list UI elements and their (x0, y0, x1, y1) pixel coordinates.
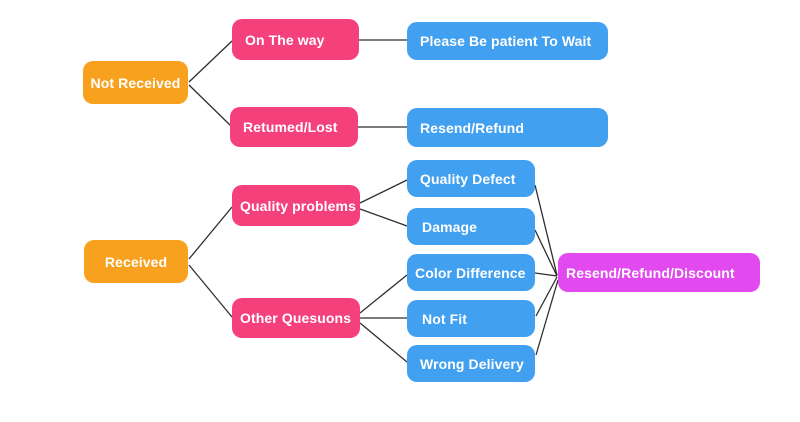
node-received: Received (84, 240, 188, 283)
edge-color-difference-result (534, 272, 558, 277)
edge-not-received-on-the-way (188, 40, 233, 83)
node-on-the-way: On The way (232, 19, 359, 60)
node-resend-refund-discount: Resend/Refund/Discount (558, 253, 760, 292)
edge-received-other-questions (188, 264, 233, 318)
edge-wrong-delivery-result (535, 279, 559, 356)
node-wrong-delivery: Wrong Delivery (407, 345, 535, 382)
node-not-fit: Not Fit (407, 300, 535, 337)
node-please-be-patient: Please Be patient To Wait (407, 22, 608, 60)
edge-not-fit-result (535, 276, 558, 317)
node-damage: Damage (407, 208, 535, 245)
node-returned-lost: Retumed/Lost (230, 107, 358, 147)
edge-quality-problems-quality-defect (359, 179, 408, 204)
node-resend-refund: Resend/Refund (407, 108, 608, 147)
node-color-difference: Color Difference (407, 254, 535, 291)
node-not-received: Not Received (83, 61, 188, 104)
edge-not-received-returned-lost (188, 84, 232, 127)
edge-received-quality-problems (188, 206, 233, 260)
node-quality-problems: Quality problems (232, 185, 360, 226)
edge-quality-defect-result (534, 184, 558, 276)
node-quality-defect: Quality Defect (407, 160, 535, 197)
node-other-questions: Other Quesuons (232, 298, 360, 338)
edge-damage-result (534, 229, 558, 277)
edge-other-questions-color-difference (359, 274, 408, 314)
edge-quality-problems-damage (359, 208, 408, 227)
edge-other-questions-wrong-delivery (359, 322, 408, 363)
